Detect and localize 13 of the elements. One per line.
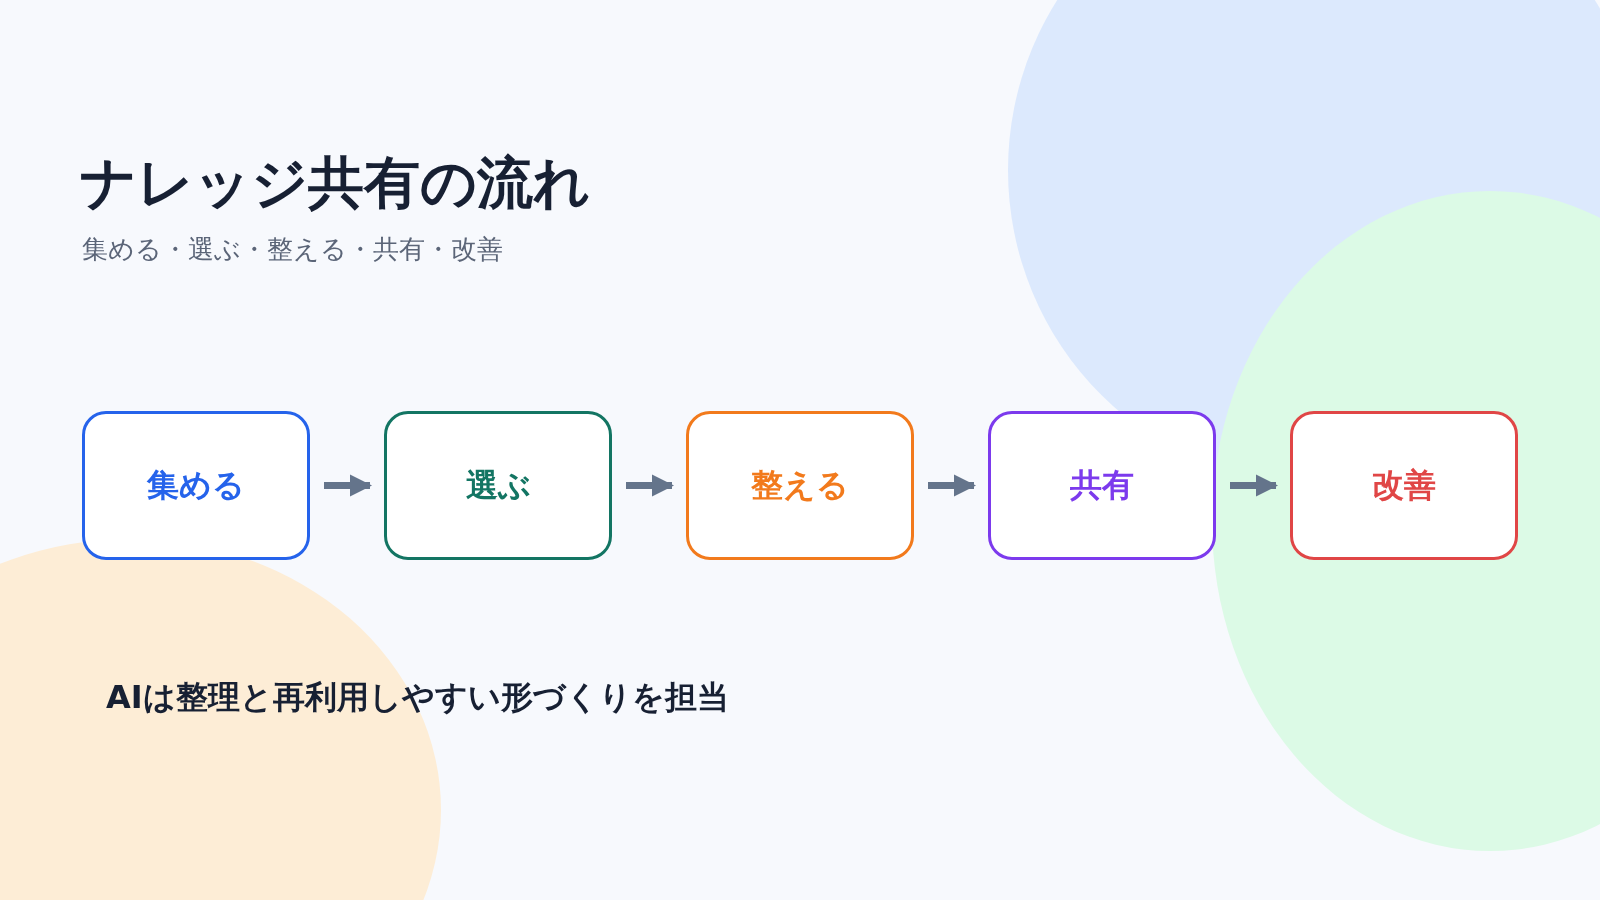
step-box <box>384 411 612 560</box>
note-text: AIは整理と再利用しやすい形づくりを担当 <box>106 677 729 718</box>
step-box <box>82 411 310 560</box>
step-box <box>1290 411 1518 560</box>
step-label: 集める <box>147 464 245 506</box>
step-label: 整える <box>751 464 849 506</box>
title: ナレッジ共有の流れ <box>80 149 590 217</box>
step-label: 改善 <box>1372 464 1436 506</box>
step-label: 選ぶ <box>465 464 531 506</box>
step-box <box>686 411 914 560</box>
step-label: 共有 <box>1070 464 1134 506</box>
step-box <box>988 411 1216 560</box>
subtitle: 集める・選ぶ・整える・共有・改善 <box>82 233 503 266</box>
